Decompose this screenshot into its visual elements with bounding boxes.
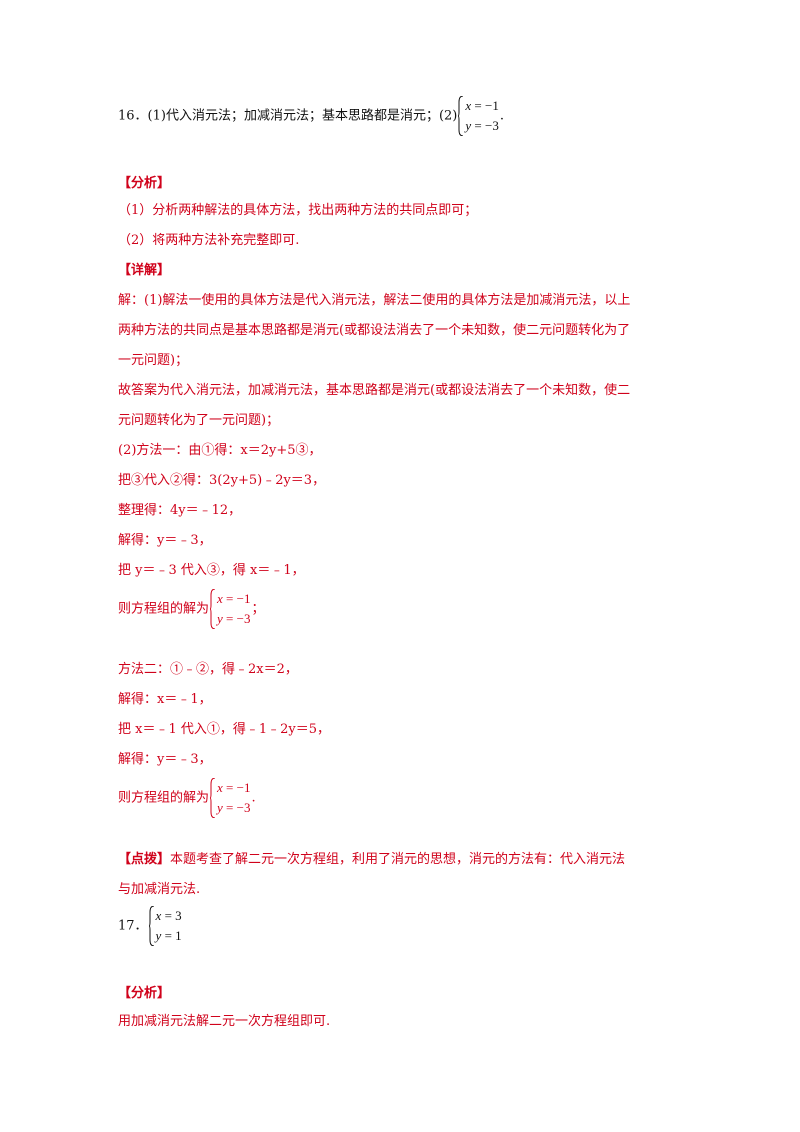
brace-icon: [210, 589, 216, 629]
analysis-line-1: （1）分析两种解法的具体方法，找出两种方法的共同点即可；: [118, 203, 478, 218]
detail-line-10: 把 y＝﹣3 代入③，得 x＝﹣1，: [118, 563, 305, 578]
analysis2-tag: 【分析】: [118, 986, 171, 1001]
analysis-tag: 【分析】: [118, 176, 171, 191]
q17-equation-system: x = 3 y = 1: [148, 906, 182, 946]
brace-icon: [210, 778, 216, 818]
method1-lead: 则方程组的解为: [118, 601, 210, 617]
detail-line-3: 一元问题)；: [118, 353, 189, 368]
detail-line-8: 整理得：4y＝﹣12，: [118, 503, 242, 518]
method2-result: 则方程组的解为 x = −1 y = −3 .: [118, 778, 256, 818]
method2-equation-system: x = −1 y = −3: [210, 778, 250, 818]
comment-line-2: 与加减消元法.: [118, 882, 201, 897]
brace-icon: [148, 906, 154, 946]
method1-result: 则方程组的解为 x = −1 y = −3 ；: [118, 589, 264, 629]
comment-line-1: 【点拨】本题考查了解二元一次方程组，利用了消元的思想，消元的方法有：代入消元法: [118, 852, 626, 867]
detail-line-2: 两种方法的共同点是基本思路都是消元(或都设法消去了一个未知数，使二元问题转化为了: [118, 323, 631, 338]
q17-lead: 17．: [118, 918, 148, 934]
method2-line-3: 把 x＝﹣1 代入①，得﹣1﹣2y＝5，: [118, 722, 331, 737]
detail-line-4: 故答案为代入消元法，加减消元法，基本思路都是消元(或都设法消去了一个未知数，使二: [118, 383, 631, 398]
q16-trail: .: [499, 108, 504, 124]
detail-line-6: (2)方法一：由①得：x＝2y+5③，: [118, 443, 322, 458]
method2-trail: .: [251, 790, 256, 806]
detail-line-5: 元问题转化为了一元问题)；: [118, 413, 280, 428]
brace-icon: [458, 96, 464, 136]
analysis2-line: 用加减消元法解二元一次方程组即可.: [118, 1014, 331, 1029]
method2-line-4: 解得：y＝﹣3，: [118, 752, 212, 767]
q16-lead: 16．(1)代入消元法；加减消元法；基本思路都是消元；(2): [118, 108, 458, 124]
detail-line-9: 解得：y＝﹣3，: [118, 533, 212, 548]
comment-tag: 【点拨】: [118, 852, 171, 867]
method1-trail: ；: [251, 601, 265, 617]
method1-equation-system: x = −1 y = −3: [210, 589, 250, 629]
q16-answer: 16．(1)代入消元法；加减消元法；基本思路都是消元；(2) x = −1 y …: [118, 96, 504, 136]
q16-equation-system: x = −1 y = −3: [458, 96, 499, 136]
method2-line-2: 解得：x＝﹣1，: [118, 692, 212, 707]
detail-tag: 【详解】: [118, 263, 171, 278]
detail-line-1: 解：(1)解法一使用的具体方法是代入消元法，解法二使用的具体方法是加减消元法，以…: [118, 293, 631, 308]
detail-line-7: 把③代入②得：3(2y+5)﹣2y＝3，: [118, 473, 326, 488]
analysis-line-2: （2）将两种方法补充完整即可.: [118, 233, 300, 248]
method2-lead: 则方程组的解为: [118, 790, 210, 806]
q17-answer: 17． x = 3 y = 1: [118, 906, 183, 946]
method2-line-1: 方法二：①﹣②，得﹣2x＝2，: [118, 662, 298, 677]
